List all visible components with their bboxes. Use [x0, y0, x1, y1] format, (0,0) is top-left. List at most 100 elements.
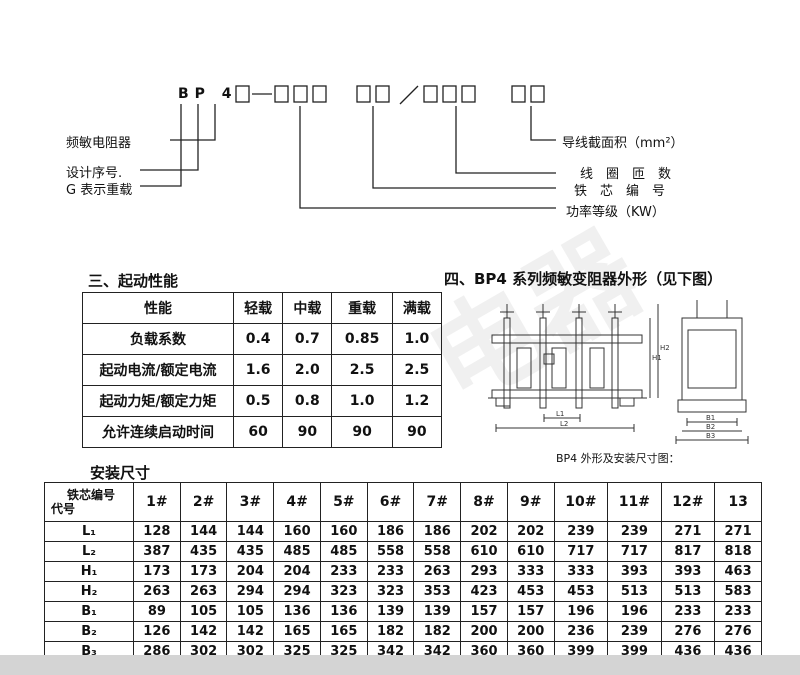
table-cell: 333 — [506, 561, 555, 582]
table-cell: 485 — [319, 541, 368, 562]
header-cell: 重载 — [331, 292, 393, 324]
outline-drawing: H1 H2 L1 L2 B1 B2 B3 — [482, 290, 767, 455]
startup-table: 性能 轻载 中载 重载 满载 负载系数 0.4 0.7 0.85 1.0 起动电… — [82, 292, 443, 448]
table-cell: 233 — [319, 561, 368, 582]
table-cell: 90 — [282, 416, 333, 448]
table-cell: 186 — [413, 521, 462, 542]
header-cell: 9# — [506, 482, 555, 522]
table-cell: 196 — [553, 601, 609, 622]
label-wire-section: 导线截面积（mm²） — [562, 136, 684, 151]
table-cell: 139 — [366, 601, 415, 622]
header-cell: 8# — [460, 482, 508, 522]
label-heavy-load: G 表示重载 — [66, 183, 133, 198]
table-row: 负载系数 0.4 0.7 0.85 1.0 — [82, 323, 443, 355]
row-label: 允许连续启动时间 — [82, 416, 234, 448]
table-cell: 271 — [660, 521, 716, 542]
outline-drawing-svg: H1 H2 L1 L2 B1 B2 B3 — [488, 300, 749, 444]
table-cell: 90 — [331, 416, 393, 448]
table-cell: 233 — [366, 561, 415, 582]
table-cell: 233 — [714, 601, 762, 622]
header-cell: 6# — [366, 482, 415, 522]
header-cell: 11# — [607, 482, 662, 522]
table-cell: 353 — [413, 581, 462, 602]
table-cell: 323 — [366, 581, 415, 602]
table-cell: 276 — [714, 621, 762, 642]
table-row: 允许连续启动时间 60 90 90 90 — [82, 416, 443, 448]
model-code-diagram: BP 4 频敏电阻器 设计序号. G 表示重载 导线截面积（mm²） 线 圈 匝… — [0, 0, 800, 260]
dim-h1-label: H1 — [652, 354, 662, 362]
table-cell: 263 — [179, 581, 228, 602]
code-diagram-lines — [140, 85, 556, 209]
table-cell: 142 — [179, 621, 228, 642]
header-cell: 5# — [319, 482, 368, 522]
header-cell: 轻载 — [232, 292, 284, 324]
label-resistor: 频敏电阻器 — [66, 136, 132, 151]
table-cell: 200 — [506, 621, 555, 642]
drawing-caption: BP4 外形及安装尺寸图： — [556, 452, 680, 465]
install-table: 铁芯编号 代号 1# 2# 3# 4# 5# 6# 7# 8# 9# 10# 1… — [44, 482, 762, 662]
table-cell: 144 — [226, 521, 275, 542]
table-cell: 0.8 — [282, 385, 333, 417]
table-cell: 157 — [460, 601, 508, 622]
table-cell: 463 — [714, 561, 762, 582]
header-cell: 3# — [226, 482, 275, 522]
table-cell: 1.6 — [232, 354, 284, 386]
table-cell: 0.85 — [331, 323, 393, 355]
install-title: 安装尺寸 — [90, 464, 151, 482]
row-label: L₂ — [44, 541, 134, 562]
install-header-row: 铁芯编号 代号 1# 2# 3# 4# 5# 6# 7# 8# 9# 10# 1… — [44, 482, 762, 522]
table-cell: 89 — [133, 601, 181, 622]
table-cell: 173 — [133, 561, 181, 582]
table-cell: 105 — [226, 601, 275, 622]
table-cell: 1.0 — [391, 323, 443, 355]
table-cell: 333 — [553, 561, 609, 582]
table-cell: 558 — [413, 541, 462, 562]
table-cell: 485 — [273, 541, 321, 562]
table-cell: 1.0 — [331, 385, 393, 417]
table-cell: 610 — [460, 541, 508, 562]
code-prefix: BP 4 — [178, 86, 238, 102]
table-cell: 204 — [273, 561, 321, 582]
table-cell: 717 — [553, 541, 609, 562]
table-cell: 173 — [179, 561, 228, 582]
table-cell: 453 — [553, 581, 609, 602]
table-cell: 558 — [366, 541, 415, 562]
header-cell: 12# — [660, 482, 716, 522]
table-cell: 393 — [607, 561, 662, 582]
bottom-bar — [0, 655, 800, 675]
table-cell: 204 — [226, 561, 275, 582]
table-cell: 1.2 — [391, 385, 443, 417]
table-cell: 513 — [660, 581, 716, 602]
table-cell: 182 — [366, 621, 415, 642]
header-cell: 10# — [553, 482, 609, 522]
row-label: H₂ — [44, 581, 134, 602]
row-label: 起动电流/额定电流 — [82, 354, 234, 386]
table-cell: 271 — [714, 521, 762, 542]
header-cell: 7# — [413, 482, 462, 522]
label-coil-turns: 线 圈 匝 数 — [580, 167, 672, 182]
table-cell: 0.7 — [282, 323, 333, 355]
header-cell: 满载 — [391, 292, 443, 324]
dim-b3-label: B3 — [706, 432, 715, 440]
table-cell: 196 — [607, 601, 662, 622]
table-cell: 233 — [660, 601, 716, 622]
table-cell: 323 — [319, 581, 368, 602]
table-cell: 263 — [133, 581, 181, 602]
table-cell: 263 — [413, 561, 462, 582]
table-cell: 435 — [226, 541, 275, 562]
table-cell: 293 — [460, 561, 508, 582]
row-label: B₁ — [44, 601, 134, 622]
header-cell: 2# — [179, 482, 228, 522]
dim-l1-label: L1 — [556, 410, 564, 418]
label-power-grade: 功率等级（KW） — [566, 205, 665, 220]
table-cell: 2.5 — [391, 354, 443, 386]
table-cell: 0.4 — [232, 323, 284, 355]
corner-bottom-label: 代号 — [51, 502, 76, 516]
table-cell: 239 — [607, 621, 662, 642]
table-cell: 387 — [133, 541, 181, 562]
table-cell: 294 — [226, 581, 275, 602]
